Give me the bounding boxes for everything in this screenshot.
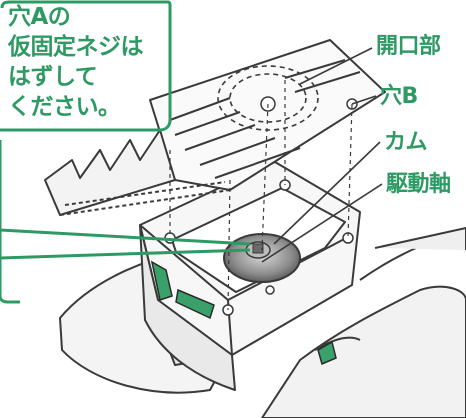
callout-line-3: はずして <box>8 64 98 90</box>
trimmer-body <box>59 161 466 418</box>
callout-bubble <box>0 0 251 304</box>
opening-highlight <box>217 65 319 131</box>
callout-line-1: 穴Aの <box>8 4 71 30</box>
leader-lines <box>261 47 383 263</box>
callout-line-2: 仮固定ネジは <box>8 34 144 60</box>
callout-note: 穴Aの 仮固定ネジは はずして ください。 <box>8 2 144 122</box>
label-drive-shaft: 駆動軸 <box>386 172 451 197</box>
label-hole-b: 穴B <box>380 84 418 109</box>
label-opening: 開口部 <box>376 34 441 59</box>
side-part <box>150 260 337 366</box>
cam-illustration <box>223 233 301 283</box>
label-cam: カム <box>384 130 428 155</box>
callout-line-4: ください。 <box>8 94 121 120</box>
